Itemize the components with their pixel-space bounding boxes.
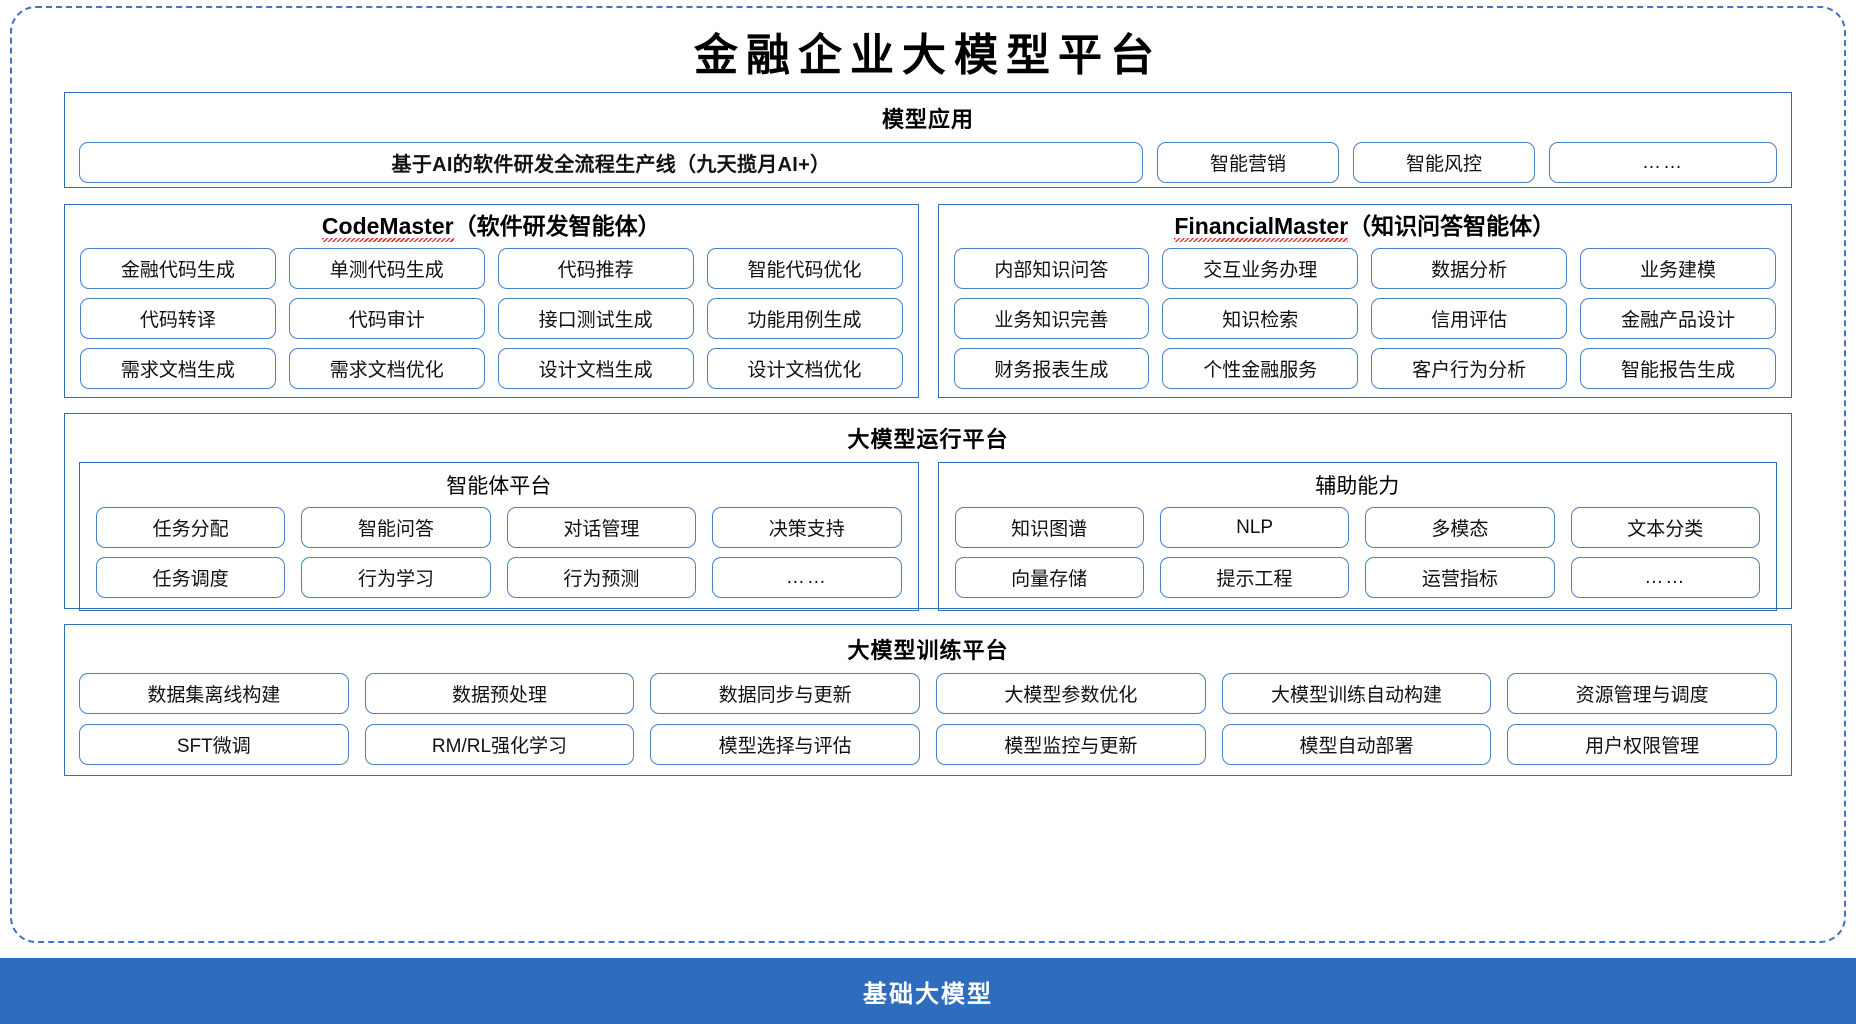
financialmaster-item-5[interactable]: 业务知识完善 [953, 298, 1150, 340]
financialmaster-suffix: （知识问答智能体） [1348, 213, 1556, 239]
financialmaster-name: FinancialMaster [1174, 213, 1348, 243]
codemaster-suffix: （软件研发智能体） [453, 213, 661, 239]
agent-platform-item-6[interactable]: 行为学习 [301, 557, 491, 598]
auxiliary-item-1[interactable]: 知识图谱 [954, 507, 1144, 548]
platform-outer-frame: 金融企业大模型平台 模型应用 基于AI的软件研发全流程生产线（九天揽月AI+） … [10, 6, 1846, 943]
section-codemaster: CodeMaster（软件研发智能体） 金融代码生成 单测代码生成 代码推荐 智… [64, 204, 919, 398]
training-item-10[interactable]: 模型监控与更新 [935, 724, 1206, 765]
training-item-3[interactable]: 数据同步与更新 [650, 673, 920, 714]
section-model-application: 模型应用 基于AI的软件研发全流程生产线（九天揽月AI+） 智能营销 智能风控 … [64, 92, 1792, 188]
agent-platform-item-4[interactable]: 决策支持 [712, 507, 902, 548]
section-financialmaster: FinancialMaster（知识问答智能体） 内部知识问答 交互业务办理 数… [937, 204, 1792, 398]
auxiliary-item-3[interactable]: 多模态 [1365, 507, 1555, 548]
codemaster-item-5[interactable]: 代码转译 [80, 298, 276, 340]
financialmaster-item-4[interactable]: 业务建模 [1580, 248, 1776, 290]
codemaster-item-3[interactable]: 代码推荐 [497, 248, 694, 290]
codemaster-item-11[interactable]: 设计文档生成 [497, 348, 694, 390]
codemaster-item-6[interactable]: 代码审计 [288, 298, 485, 340]
codemaster-item-12[interactable]: 设计文档优化 [706, 348, 903, 390]
financialmaster-item-3[interactable]: 数据分析 [1371, 248, 1568, 290]
codemaster-item-8[interactable]: 功能用例生成 [706, 298, 903, 340]
section-training-platform: 大模型训练平台 数据集离线构建 数据预处理 数据同步与更新 大模型参数优化 大模… [64, 624, 1792, 776]
financialmaster-item-1[interactable]: 内部知识问答 [953, 248, 1150, 290]
codemaster-item-1[interactable]: 金融代码生成 [80, 248, 276, 290]
codemaster-item-7[interactable]: 接口测试生成 [497, 298, 694, 340]
section-title-model-application: 模型应用 [881, 107, 974, 132]
codemaster-name: CodeMaster [321, 213, 454, 243]
app-item-smart-marketing[interactable]: 智能营销 [1157, 142, 1339, 183]
financialmaster-item-9[interactable]: 财务报表生成 [953, 348, 1150, 390]
agent-platform-items: 任务分配 智能问答 对话管理 决策支持 任务调度 行为学习 行为预测 …… [96, 507, 902, 598]
training-item-12[interactable]: 用户权限管理 [1507, 724, 1777, 765]
financialmaster-item-6[interactable]: 知识检索 [1162, 298, 1359, 340]
financialmaster-item-12[interactable]: 智能报告生成 [1580, 348, 1776, 390]
auxiliary-item-7[interactable]: 运营指标 [1365, 557, 1555, 598]
training-item-7[interactable]: SFT微调 [79, 724, 349, 765]
training-item-6[interactable]: 资源管理与调度 [1507, 673, 1777, 714]
app-item-ai-pipeline[interactable]: 基于AI的软件研发全流程生产线（九天揽月AI+） [79, 142, 1143, 183]
model-application-row: 基于AI的软件研发全流程生产线（九天揽月AI+） 智能营销 智能风控 …… [79, 142, 1777, 183]
page-title: 金融企业大模型平台 [694, 30, 1162, 81]
app-item-smart-risk-control[interactable]: 智能风控 [1353, 142, 1535, 183]
financialmaster-item-2[interactable]: 交互业务办理 [1162, 248, 1359, 290]
financialmaster-items: 内部知识问答 交互业务办理 数据分析 业务建模 业务知识完善 知识检索 信用评估… [953, 248, 1776, 390]
codemaster-items: 金融代码生成 单测代码生成 代码推荐 智能代码优化 代码转译 代码审计 接口测试… [80, 248, 903, 390]
auxiliary-item-2[interactable]: NLP [1159, 507, 1350, 548]
training-item-2[interactable]: 数据预处理 [364, 673, 635, 714]
training-item-8[interactable]: RM/RL强化学习 [364, 724, 635, 765]
codemaster-item-10[interactable]: 需求文档优化 [288, 348, 485, 390]
agent-platform-item-3[interactable]: 对话管理 [506, 507, 697, 548]
agent-platform-item-5[interactable]: 任务调度 [96, 557, 286, 598]
training-item-1[interactable]: 数据集离线构建 [79, 673, 349, 714]
codemaster-item-9[interactable]: 需求文档生成 [80, 348, 276, 390]
financialmaster-item-7[interactable]: 信用评估 [1371, 298, 1568, 340]
base-model-label: 基础大模型 [863, 980, 993, 1008]
section-title-training-platform: 大模型训练平台 [847, 638, 1009, 663]
agent-platform-item-7[interactable]: 行为预测 [506, 557, 697, 598]
agent-platform-item-more[interactable]: …… [712, 557, 902, 598]
training-item-11[interactable]: 模型自动部署 [1221, 724, 1492, 765]
app-item-more[interactable]: …… [1549, 142, 1777, 183]
agent-platform-item-2[interactable]: 智能问答 [301, 507, 491, 548]
runtime-group-agent-platform: 智能体平台 任务分配 智能问答 对话管理 决策支持 任务调度 行为学习 行为预测… [79, 462, 919, 611]
codemaster-item-4[interactable]: 智能代码优化 [706, 248, 903, 290]
financialmaster-item-10[interactable]: 个性金融服务 [1162, 348, 1359, 390]
codemaster-item-2[interactable]: 单测代码生成 [288, 248, 485, 290]
auxiliary-item-4[interactable]: 文本分类 [1570, 507, 1760, 548]
base-model-bar: 基础大模型 [0, 958, 1856, 1024]
auxiliary-item-5[interactable]: 向量存储 [954, 557, 1144, 598]
training-item-4[interactable]: 大模型参数优化 [935, 673, 1206, 714]
runtime-groups: 智能体平台 任务分配 智能问答 对话管理 决策支持 任务调度 行为学习 行为预测… [79, 462, 1777, 611]
runtime-group-title-auxiliary-capability: 辅助能力 [1315, 475, 1400, 498]
financialmaster-heading: FinancialMaster（知识问答智能体） [954, 213, 1777, 243]
financialmaster-item-11[interactable]: 客户行为分析 [1371, 348, 1568, 390]
agents-row: CodeMaster（软件研发智能体） 金融代码生成 单测代码生成 代码推荐 智… [64, 204, 1792, 398]
auxiliary-item-6[interactable]: 提示工程 [1159, 557, 1350, 598]
codemaster-heading: CodeMaster（软件研发智能体） [80, 213, 903, 243]
section-title-runtime-platform: 大模型运行平台 [847, 427, 1009, 452]
agent-platform-item-1[interactable]: 任务分配 [96, 507, 286, 548]
training-item-5[interactable]: 大模型训练自动构建 [1221, 673, 1492, 714]
training-item-9[interactable]: 模型选择与评估 [650, 724, 920, 765]
runtime-group-auxiliary-capability: 辅助能力 知识图谱 NLP 多模态 文本分类 向量存储 提示工程 运营指标 …… [937, 462, 1777, 611]
runtime-group-title-agent-platform: 智能体平台 [446, 475, 552, 498]
section-runtime-platform: 大模型运行平台 智能体平台 任务分配 智能问答 对话管理 决策支持 任务调度 行… [64, 413, 1792, 611]
auxiliary-item-more[interactable]: …… [1570, 557, 1760, 598]
auxiliary-capability-items: 知识图谱 NLP 多模态 文本分类 向量存储 提示工程 运营指标 …… [954, 507, 1760, 598]
training-platform-items: 数据集离线构建 数据预处理 数据同步与更新 大模型参数优化 大模型训练自动构建 … [79, 673, 1777, 765]
financialmaster-item-8[interactable]: 金融产品设计 [1580, 298, 1776, 340]
